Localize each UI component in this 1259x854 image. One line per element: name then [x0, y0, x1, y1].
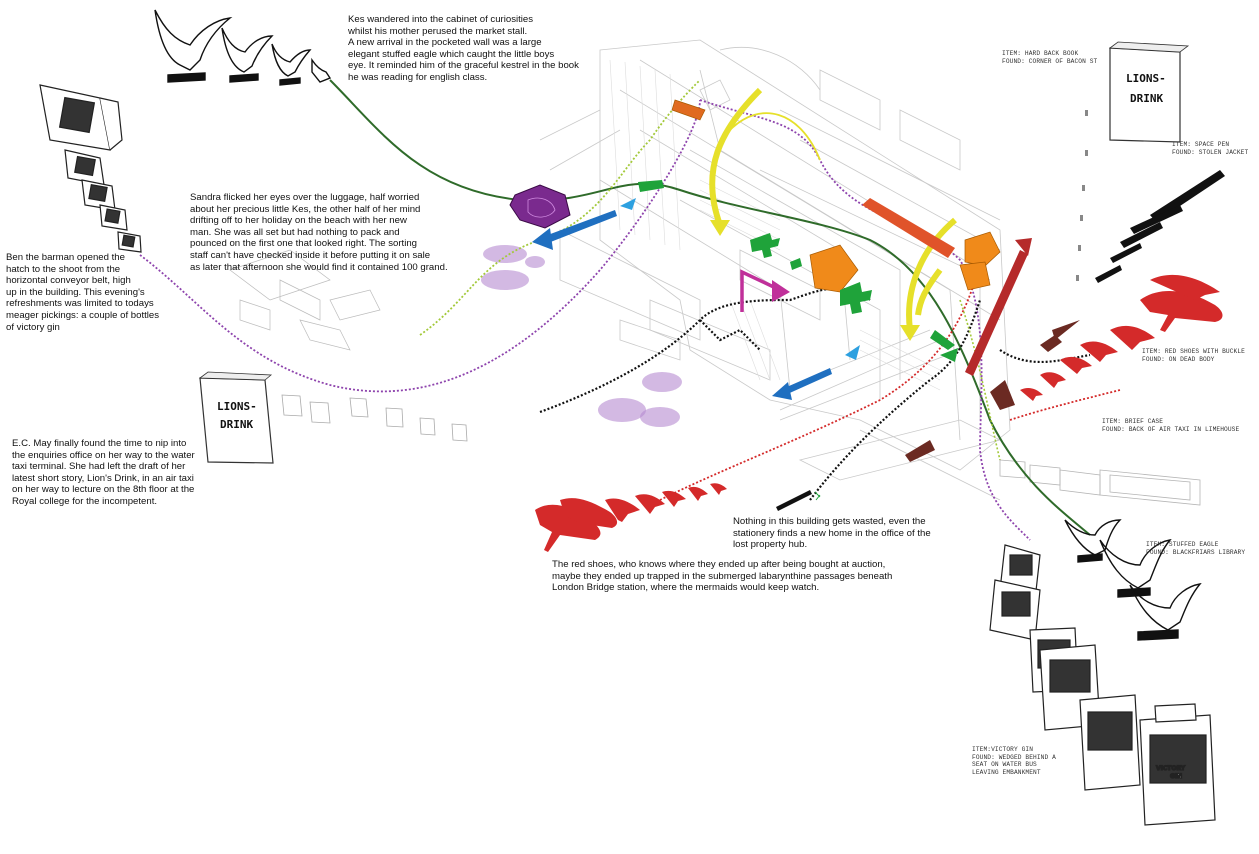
story-red-shoes: The red shoes, who knows where they ende… [552, 559, 893, 594]
lions-drink-book-right: LIONS- DRINK [1108, 41, 1190, 143]
gin-word-label: GIN [1170, 773, 1182, 780]
red-shoes-left [535, 483, 727, 552]
stuffed-eagles-top [154, 9, 332, 86]
story-stationery: Nothing in this building gets wasted, ev… [733, 516, 931, 551]
book-trail-dots [1076, 110, 1088, 281]
story-kes: Kes wandered into the cabinet of curiosi… [348, 14, 579, 83]
space-pens [1095, 170, 1225, 283]
yellow-arrowheads [710, 220, 920, 341]
item-paths [139, 79, 1121, 541]
green-crosses [638, 180, 958, 362]
item-label-eagle: ITEM: STUFFED EAGLE FOUND: BLACKFRIARS L… [1146, 541, 1246, 556]
luggage-fragments [229, 249, 381, 351]
orange-blocks [671, 99, 1001, 293]
book-title-right-line1: LIONS- [1126, 72, 1166, 85]
book-trail-left [281, 394, 468, 442]
story-sandra: Sandra flicked her eyes over the luggage… [190, 192, 448, 273]
dark-red-arrows [905, 238, 1080, 462]
item-label-gin: ITEM:VICTORY GIN FOUND: WEDGED BEHIND A … [972, 746, 1056, 776]
magenta-arrow [740, 269, 781, 312]
purple-luggage [509, 184, 571, 229]
stationery-pen [776, 490, 821, 511]
building-hatching [609, 59, 941, 391]
book-title-line2: DRINK [220, 418, 253, 431]
gin-brand-label: VICTORY [1156, 765, 1186, 772]
story-ec-may: E.C. May finally found the time to nip i… [12, 438, 195, 507]
item-label-book: ITEM: HARD BACK BOOK FOUND: CORNER OF BA… [1002, 50, 1098, 65]
magenta-arrowhead [772, 280, 790, 302]
lilac-ellipses [481, 245, 682, 427]
item-label-pen: ITEM: SPACE PEN FOUND: STOLEN JACKET [1172, 141, 1249, 156]
red-bars [862, 198, 955, 258]
book-title-line1: LIONS- [217, 400, 257, 413]
gin-bottles-right: VICTORY GIN [989, 544, 1216, 826]
blue-arrows [532, 198, 860, 400]
book-title-right-line2: DRINK [1130, 92, 1163, 105]
item-label-case: ITEM: BRIEF CASE FOUND: BACK OF AIR TAXI… [1102, 418, 1240, 433]
brief-case-sequence [999, 459, 1201, 506]
lions-drink-book-left: LIONS- DRINK [198, 371, 274, 464]
item-label-shoes: ITEM: RED SHOES WITH BUCKLE FOUND: ON DE… [1142, 348, 1245, 363]
story-ben: Ben the barman opened the hatch to the s… [6, 252, 160, 333]
red-shoes-right [1020, 274, 1223, 401]
gin-bottles-left [39, 84, 142, 253]
stuffed-eagles-bottom [1064, 519, 1202, 641]
yellow-arrows [709, 87, 957, 331]
